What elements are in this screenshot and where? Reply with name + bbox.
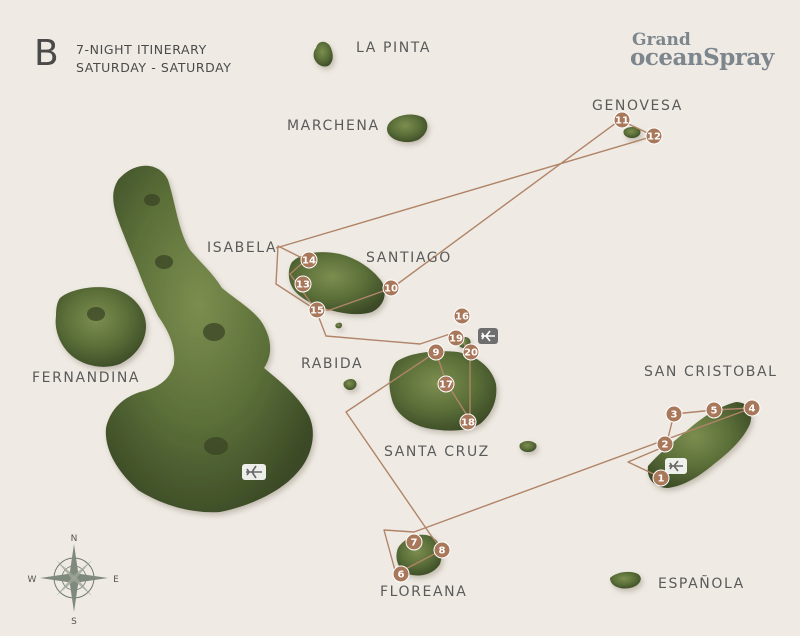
stop-marker: 15 bbox=[308, 301, 326, 319]
airport-icon bbox=[478, 328, 498, 344]
stop-marker: 2 bbox=[656, 435, 674, 453]
stop-marker: 20 bbox=[462, 343, 480, 361]
compass-n: N bbox=[71, 534, 78, 544]
stop-marker: 5 bbox=[705, 401, 723, 419]
stop-marker: 10 bbox=[382, 279, 400, 297]
stop-marker: 3 bbox=[665, 405, 683, 423]
stop-number: 11 bbox=[615, 116, 629, 127]
stop-marker: 6 bbox=[392, 565, 410, 583]
crater-darwin bbox=[155, 255, 173, 269]
label-marchena: MARCHENA bbox=[287, 118, 380, 134]
stop-number: 8 bbox=[439, 546, 446, 557]
airport-icon bbox=[665, 458, 687, 474]
crater-alcedo bbox=[203, 323, 225, 341]
stop-marker: 7 bbox=[405, 533, 423, 551]
island-genovesa bbox=[623, 127, 641, 138]
stop-number: 12 bbox=[647, 132, 661, 143]
label-santa-cruz: SANTA CRUZ bbox=[384, 444, 490, 460]
craters bbox=[87, 194, 228, 455]
island-small-east bbox=[519, 441, 537, 452]
stop-number: 6 bbox=[398, 570, 405, 581]
brand-logo-bottom: oceanSpray bbox=[630, 44, 774, 71]
crater-fernandina bbox=[87, 307, 105, 321]
stop-marker: 14 bbox=[300, 251, 318, 269]
brand-logo-top: Grand bbox=[632, 30, 691, 50]
stop-marker: 12 bbox=[645, 127, 663, 145]
stop-number: 4 bbox=[749, 404, 756, 415]
itinerary-letter: B bbox=[34, 33, 59, 74]
stop-marker: 9 bbox=[427, 343, 445, 361]
stop-markers: 1 2 3 4 5 6 7 8 9 10 11 12 13 14 15 16 1… bbox=[294, 111, 761, 583]
compass-s: S bbox=[71, 617, 77, 627]
compass-e: E bbox=[113, 575, 119, 585]
islands bbox=[55, 41, 752, 589]
stop-number: 13 bbox=[296, 280, 310, 291]
stop-marker: 1 bbox=[652, 469, 670, 487]
stop-marker: 11 bbox=[613, 111, 631, 129]
compass-rose-icon: N S E W bbox=[28, 534, 120, 627]
stop-marker: 4 bbox=[743, 399, 761, 417]
island-rabida bbox=[343, 379, 357, 390]
label-la-pinta: LA PINTA bbox=[356, 40, 432, 56]
itinerary-days: SATURDAY - SATURDAY bbox=[76, 60, 232, 75]
crater-wolf bbox=[144, 194, 160, 206]
stop-number: 19 bbox=[449, 334, 463, 345]
stop-marker: 17 bbox=[437, 375, 455, 393]
stop-marker: 8 bbox=[433, 541, 451, 559]
compass-w: W bbox=[28, 575, 37, 585]
island-marchena bbox=[387, 114, 428, 143]
stop-number: 17 bbox=[439, 380, 453, 391]
stop-marker: 19 bbox=[447, 329, 465, 347]
label-espanola: ESPAÑOLA bbox=[658, 576, 745, 592]
stop-marker: 13 bbox=[294, 275, 312, 293]
stop-number: 16 bbox=[455, 312, 469, 323]
stop-number: 15 bbox=[310, 306, 324, 317]
stop-number: 1 bbox=[658, 474, 665, 485]
stop-number: 7 bbox=[411, 538, 418, 549]
stop-number: 20 bbox=[464, 348, 478, 359]
stop-number: 9 bbox=[433, 348, 440, 359]
stop-number: 10 bbox=[384, 284, 398, 295]
crater-sierra-negra bbox=[204, 437, 228, 455]
label-genovesa: GENOVESA bbox=[592, 98, 683, 114]
cruise-route bbox=[275, 119, 753, 575]
label-santiago: SANTIAGO bbox=[366, 250, 452, 266]
airport-icon bbox=[242, 464, 266, 480]
stop-number: 14 bbox=[302, 256, 316, 267]
island-espanola bbox=[610, 571, 641, 589]
stop-number: 3 bbox=[671, 410, 678, 421]
label-isabela: ISABELA bbox=[207, 240, 278, 256]
stop-number: 5 bbox=[711, 406, 718, 417]
stop-number: 2 bbox=[662, 440, 669, 451]
label-fernandina: FERNANDINA bbox=[32, 370, 141, 386]
label-rabida: RABIDA bbox=[301, 356, 364, 372]
itinerary-title: 7-NIGHT ITINERARY bbox=[76, 42, 207, 57]
label-san-cristobal: SAN CRISTOBAL bbox=[644, 364, 778, 380]
label-floreana: FLOREANA bbox=[380, 584, 468, 600]
stop-number: 18 bbox=[461, 418, 475, 429]
island-fernandina bbox=[55, 287, 146, 367]
stop-marker: 16 bbox=[453, 307, 471, 325]
islet-santiago bbox=[335, 322, 342, 329]
island-la-pinta bbox=[313, 41, 333, 67]
stop-marker: 18 bbox=[459, 413, 477, 431]
